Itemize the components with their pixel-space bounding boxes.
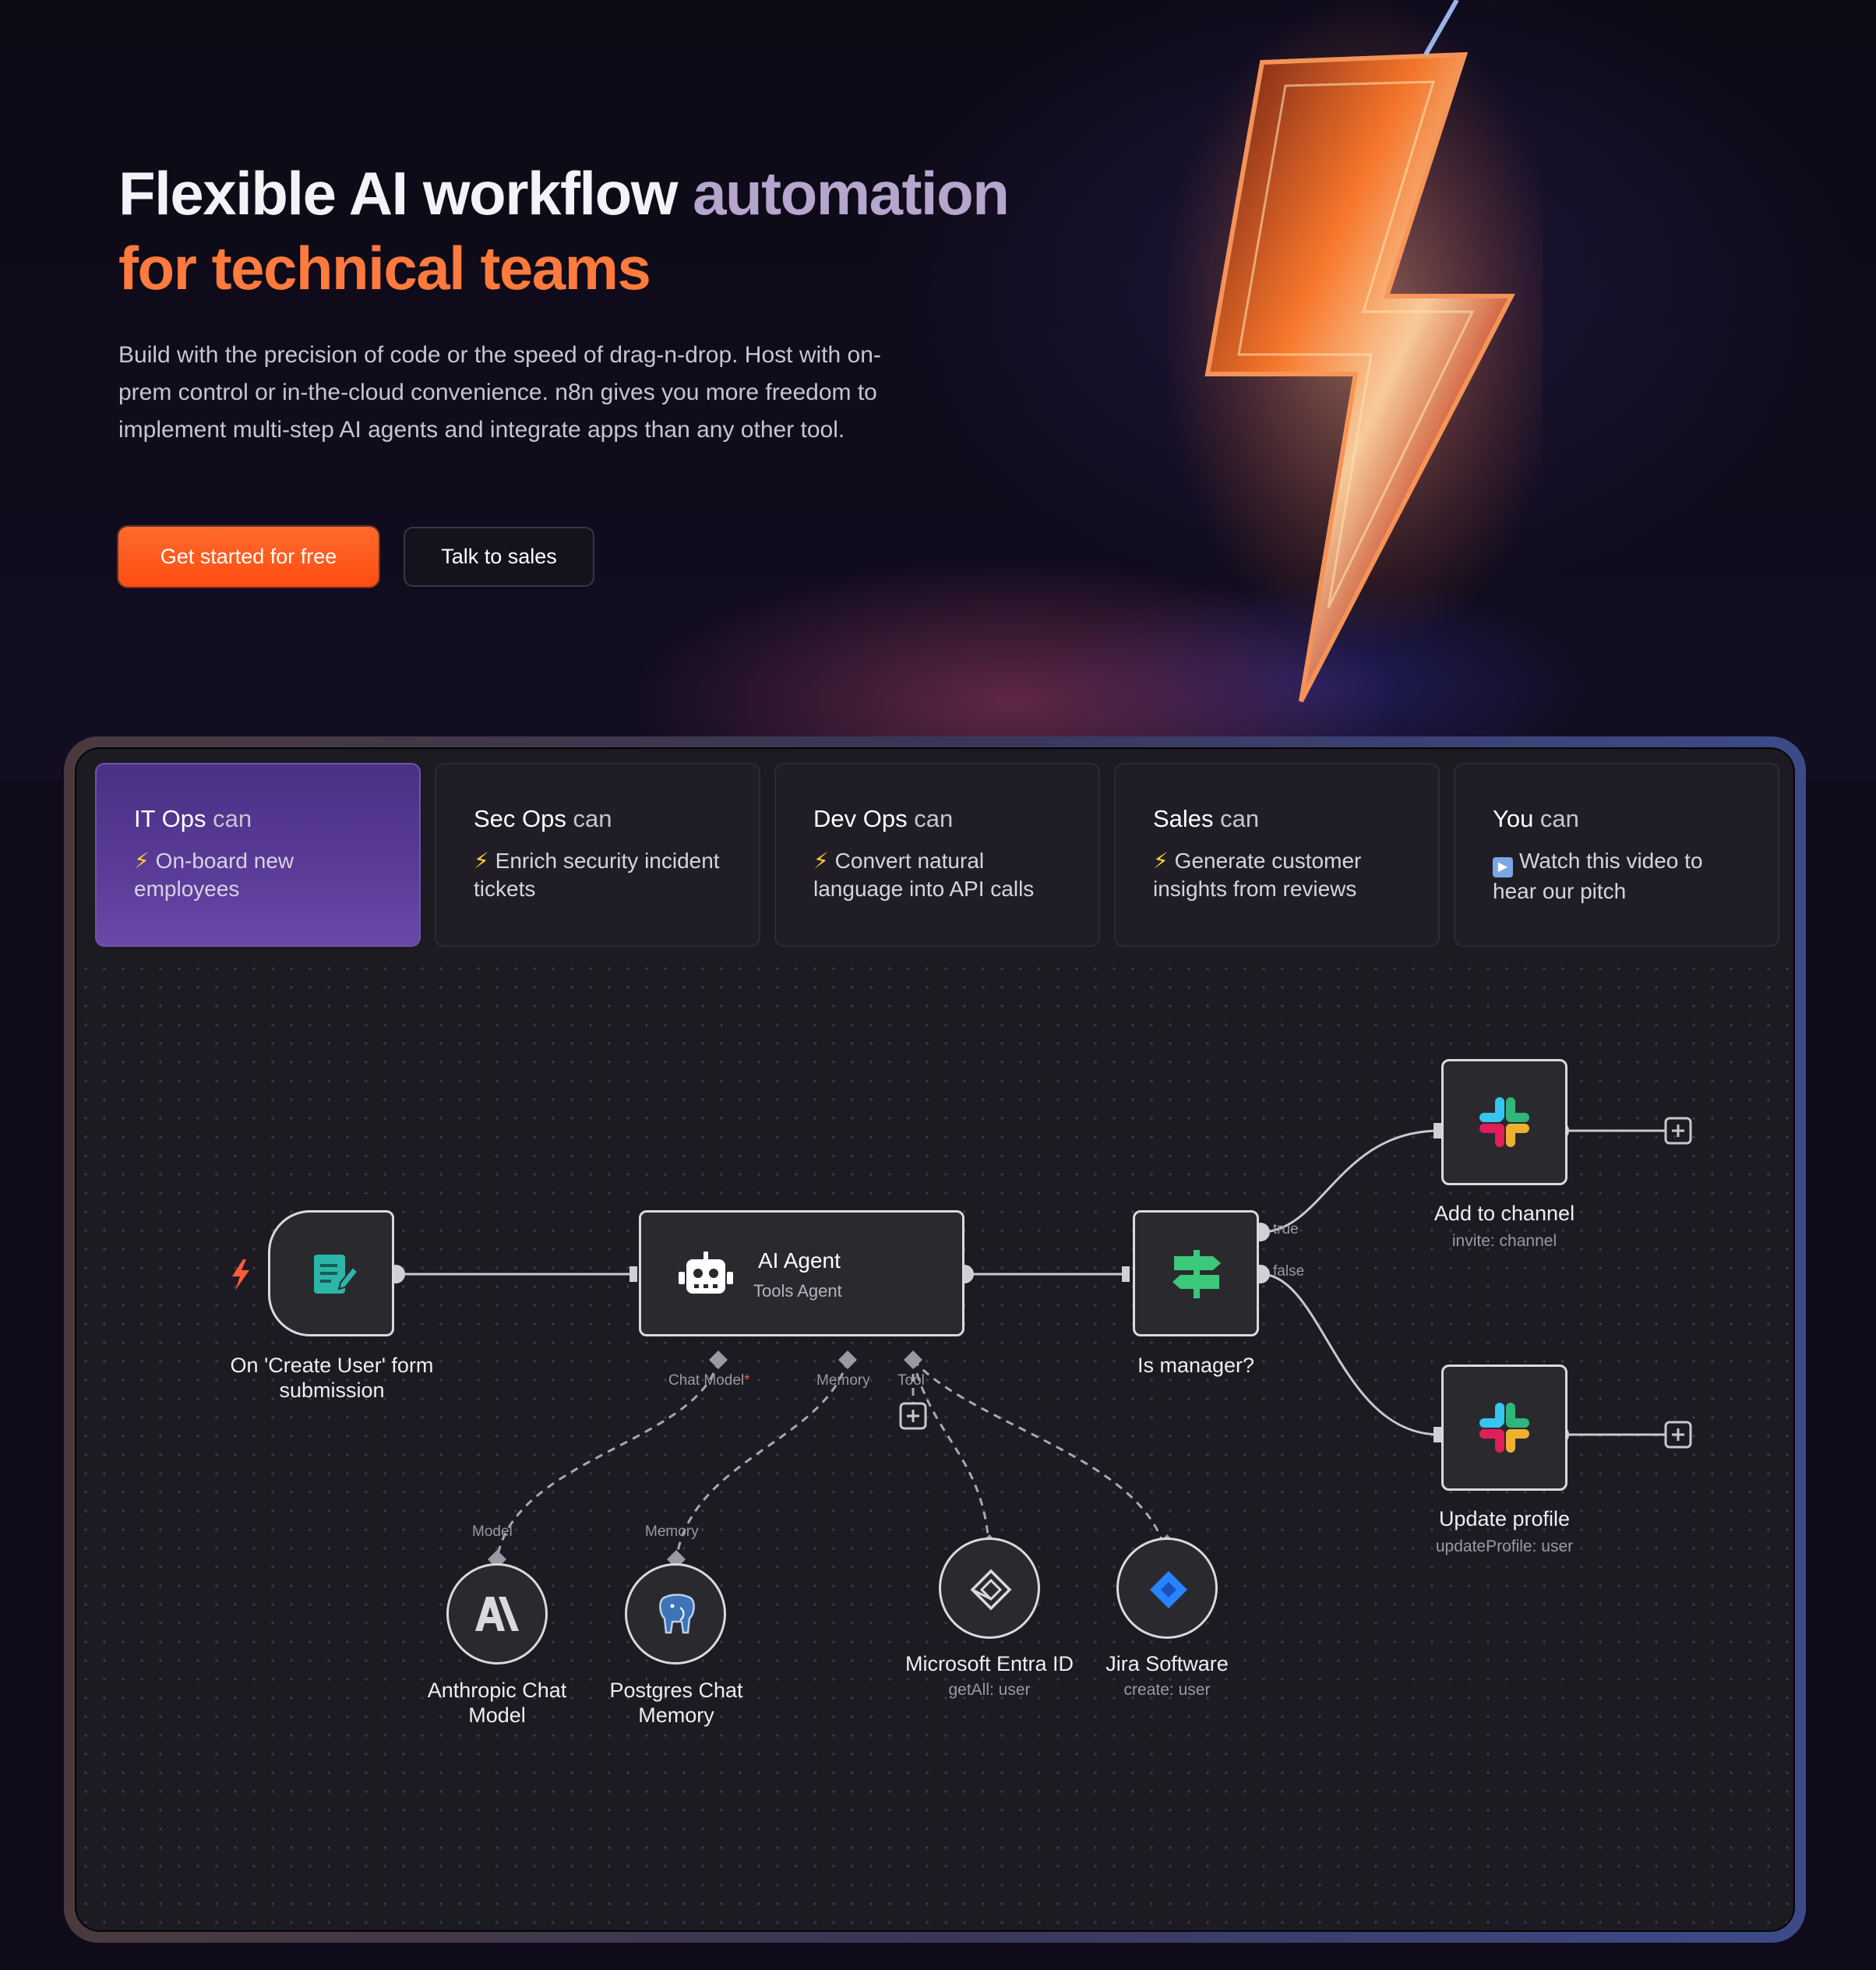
tab-sec-ops[interactable]: Sec Ops can ⚡Enrich security incident ti… bbox=[435, 763, 760, 947]
tab-description: Generate customer insights from reviews bbox=[1153, 849, 1362, 901]
lightning-bolt-illustration bbox=[1169, 0, 1543, 703]
tab-can: can bbox=[1213, 805, 1260, 832]
tab-description: Convert natural language into API calls bbox=[813, 849, 1035, 901]
add-node-button-2 bbox=[1664, 1421, 1692, 1449]
port-required-mark: * bbox=[744, 1372, 750, 1389]
false-branch-label: false bbox=[1273, 1263, 1305, 1280]
port-chat-model-label: Chat Model bbox=[668, 1372, 745, 1389]
trigger-lightning-icon bbox=[232, 1259, 249, 1290]
entra-id-node[interactable] bbox=[939, 1538, 1040, 1639]
jira-node[interactable] bbox=[1116, 1538, 1218, 1639]
tab-you[interactable]: You can ▶Watch this video to hear our pi… bbox=[1454, 763, 1779, 947]
port-memory-label: Memory bbox=[816, 1372, 870, 1389]
postgres-port-label: Memory bbox=[645, 1523, 699, 1540]
demo-panel: IT Ops can ⚡On-board new employees Sec O… bbox=[64, 736, 1806, 1943]
tab-role: Sales bbox=[1153, 805, 1214, 832]
agent-title: AI Agent bbox=[758, 1248, 841, 1273]
tab-can: can bbox=[907, 805, 954, 832]
tab-role: You bbox=[1493, 805, 1534, 832]
postgres-label-line1: Postgres Chat bbox=[609, 1679, 743, 1702]
hero-title-line2: for technical teams bbox=[118, 234, 651, 302]
add-tool-button bbox=[899, 1402, 927, 1430]
true-branch-label: true bbox=[1273, 1221, 1299, 1237]
tab-description: Watch this video to hear our pitch bbox=[1493, 849, 1703, 903]
anthropic-icon bbox=[475, 1597, 519, 1631]
slack-icon bbox=[1479, 1097, 1529, 1147]
jira-icon bbox=[1150, 1571, 1187, 1608]
hero-description: Build with the precision of code or the … bbox=[118, 342, 881, 443]
workflow-canvas[interactable]: On 'Create User' form submission AI Agen… bbox=[76, 959, 1793, 1930]
entra-id-label: Microsoft Entra ID bbox=[905, 1652, 1074, 1675]
tab-description: On-board new employees bbox=[134, 849, 294, 901]
signpost-icon bbox=[1172, 1250, 1221, 1298]
lightning-emoji-icon: ⚡ bbox=[1153, 849, 1169, 873]
anthropic-label-line2: Model bbox=[468, 1703, 526, 1727]
postgres-elephant-icon bbox=[659, 1594, 695, 1634]
tab-role: Sec Ops bbox=[474, 805, 566, 832]
tab-role: IT Ops bbox=[134, 805, 206, 832]
entra-id-sub: getAll: user bbox=[948, 1681, 1031, 1699]
tab-sales[interactable]: Sales can ⚡Generate customer insights fr… bbox=[1114, 763, 1440, 947]
entra-id-icon bbox=[970, 1569, 1012, 1611]
hero-title-part1: Flexible AI workflow bbox=[118, 159, 693, 228]
if-node-label: Is manager? bbox=[1137, 1354, 1255, 1377]
trigger-node[interactable] bbox=[268, 1210, 394, 1336]
tab-can: can bbox=[1533, 805, 1579, 832]
jira-sub: create: user bbox=[1123, 1681, 1211, 1699]
use-case-tabs: IT Ops can ⚡On-board new employees Sec O… bbox=[95, 763, 1779, 947]
jira-label: Jira Software bbox=[1106, 1652, 1229, 1675]
slack-update-sub: updateProfile: user bbox=[1435, 1538, 1574, 1555]
tab-can: can bbox=[566, 805, 612, 832]
tab-description: Enrich security incident tickets bbox=[474, 849, 720, 901]
tab-dev-ops[interactable]: Dev Ops can ⚡Convert natural language in… bbox=[774, 763, 1100, 947]
hero-background bbox=[0, 0, 1876, 779]
connection-tool-entra bbox=[912, 1359, 991, 1560]
slack-icon bbox=[1479, 1403, 1529, 1453]
connection-false-branch bbox=[1260, 1273, 1440, 1436]
if-node[interactable] bbox=[1133, 1210, 1259, 1336]
lightning-emoji-icon: ⚡ bbox=[134, 849, 150, 873]
lightning-emoji-icon: ⚡ bbox=[813, 849, 829, 873]
connection-memory bbox=[675, 1359, 849, 1560]
hero-title: Flexible AI workflow automation for tech… bbox=[118, 156, 1053, 305]
connection-true-branch bbox=[1260, 1129, 1440, 1234]
demo-panel-inner: IT Ops can ⚡On-board new employees Sec O… bbox=[75, 747, 1795, 1932]
agent-subtitle: Tools Agent bbox=[753, 1281, 842, 1301]
play-button-icon: ▶ bbox=[1493, 857, 1513, 877]
tab-can: can bbox=[206, 805, 252, 832]
robot-icon bbox=[679, 1252, 733, 1294]
slack-add-sub: invite: channel bbox=[1451, 1232, 1557, 1250]
slack-add-node[interactable] bbox=[1441, 1059, 1567, 1185]
form-edit-icon bbox=[314, 1255, 358, 1294]
talk-to-sales-button[interactable]: Talk to sales bbox=[404, 527, 594, 587]
slack-update-node[interactable] bbox=[1441, 1365, 1567, 1491]
add-node-button-1 bbox=[1664, 1117, 1692, 1145]
anthropic-label-line1: Anthropic Chat bbox=[427, 1679, 567, 1702]
anthropic-node[interactable] bbox=[446, 1563, 548, 1665]
anthropic-port-label: Model bbox=[472, 1523, 513, 1540]
lightning-emoji-icon: ⚡ bbox=[474, 849, 489, 873]
hero-title-part2: automation bbox=[693, 159, 1010, 228]
postgres-label-line2: Memory bbox=[638, 1703, 714, 1727]
trigger-label-line1: On 'Create User' form bbox=[230, 1354, 434, 1377]
slack-add-label: Add to channel bbox=[1433, 1202, 1575, 1225]
ai-agent-node[interactable]: AI Agent Tools Agent bbox=[639, 1210, 964, 1336]
get-started-button[interactable]: Get started for free bbox=[118, 527, 379, 587]
slack-update-label: Update profile bbox=[1438, 1507, 1571, 1530]
trigger-label-line2: submission bbox=[279, 1379, 385, 1402]
port-tool-label: Tool bbox=[897, 1372, 925, 1389]
connection-tool-jira bbox=[912, 1359, 1169, 1560]
connection-chat-model bbox=[495, 1359, 720, 1560]
tab-it-ops[interactable]: IT Ops can ⚡On-board new employees bbox=[95, 763, 421, 947]
tab-role: Dev Ops bbox=[813, 805, 908, 832]
postgres-node[interactable] bbox=[625, 1563, 726, 1665]
